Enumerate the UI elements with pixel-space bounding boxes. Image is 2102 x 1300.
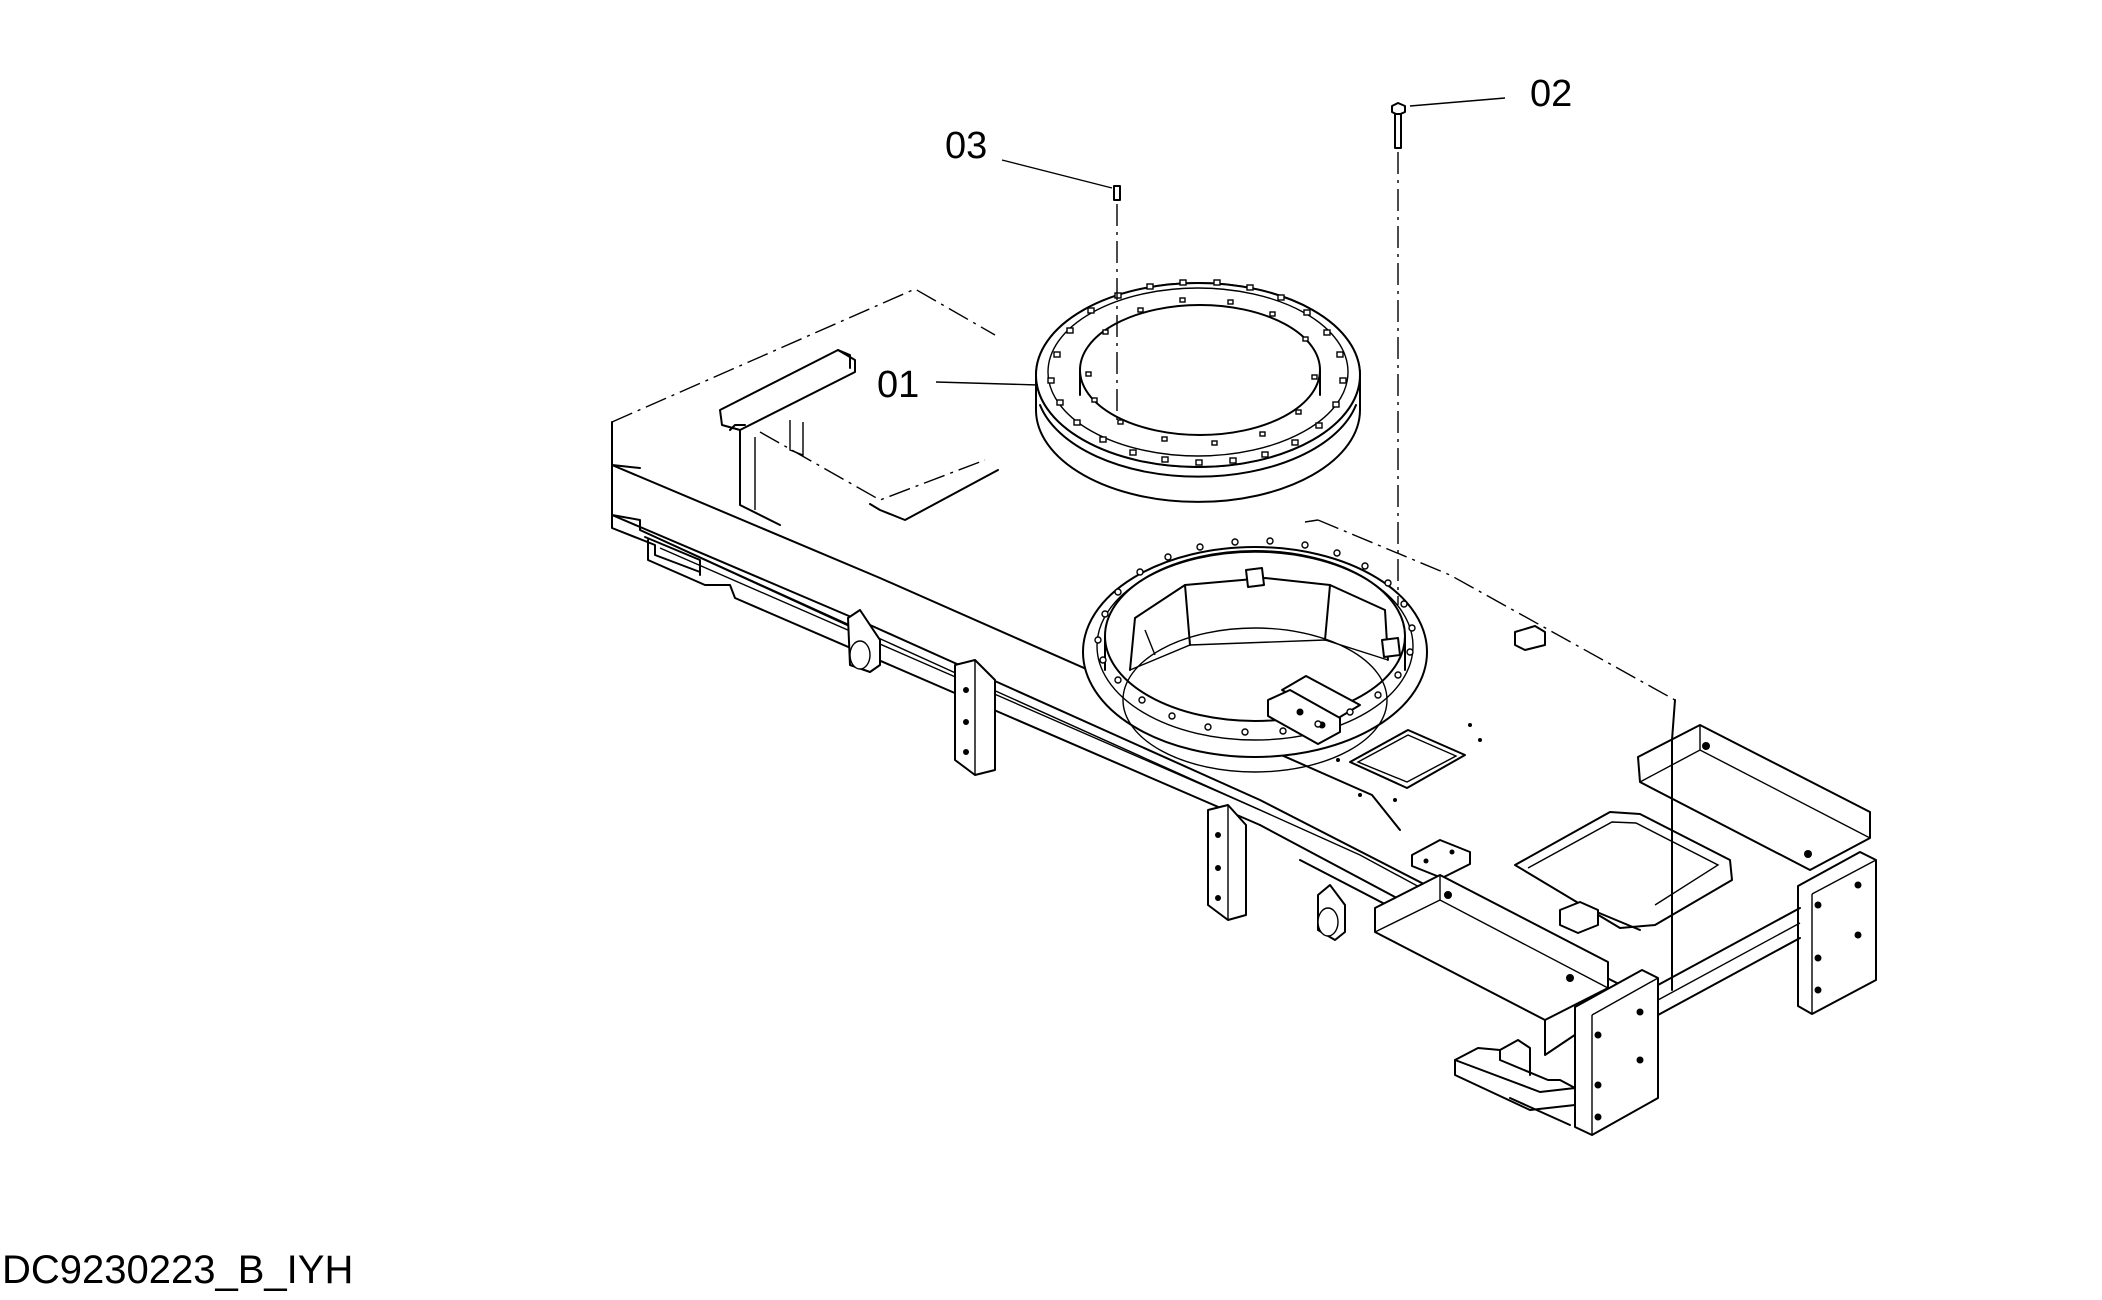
- callout-02: 02: [1530, 73, 1572, 115]
- part-03-pin: [1113, 185, 1121, 420]
- part-02-bolt: [1391, 102, 1406, 605]
- callout-01: 01: [877, 364, 919, 406]
- lower-frame: [611, 288, 1877, 1136]
- callout-03: 03: [945, 125, 987, 167]
- drawing-id: DC9230223_B_IYH: [2, 1248, 353, 1292]
- leader-lines: [935, 97, 1506, 386]
- part-01-slewing-ring: [1035, 279, 1361, 503]
- ring-bolt-holes: [1094, 537, 1416, 736]
- bearing-bolt-holes: [1047, 279, 1347, 466]
